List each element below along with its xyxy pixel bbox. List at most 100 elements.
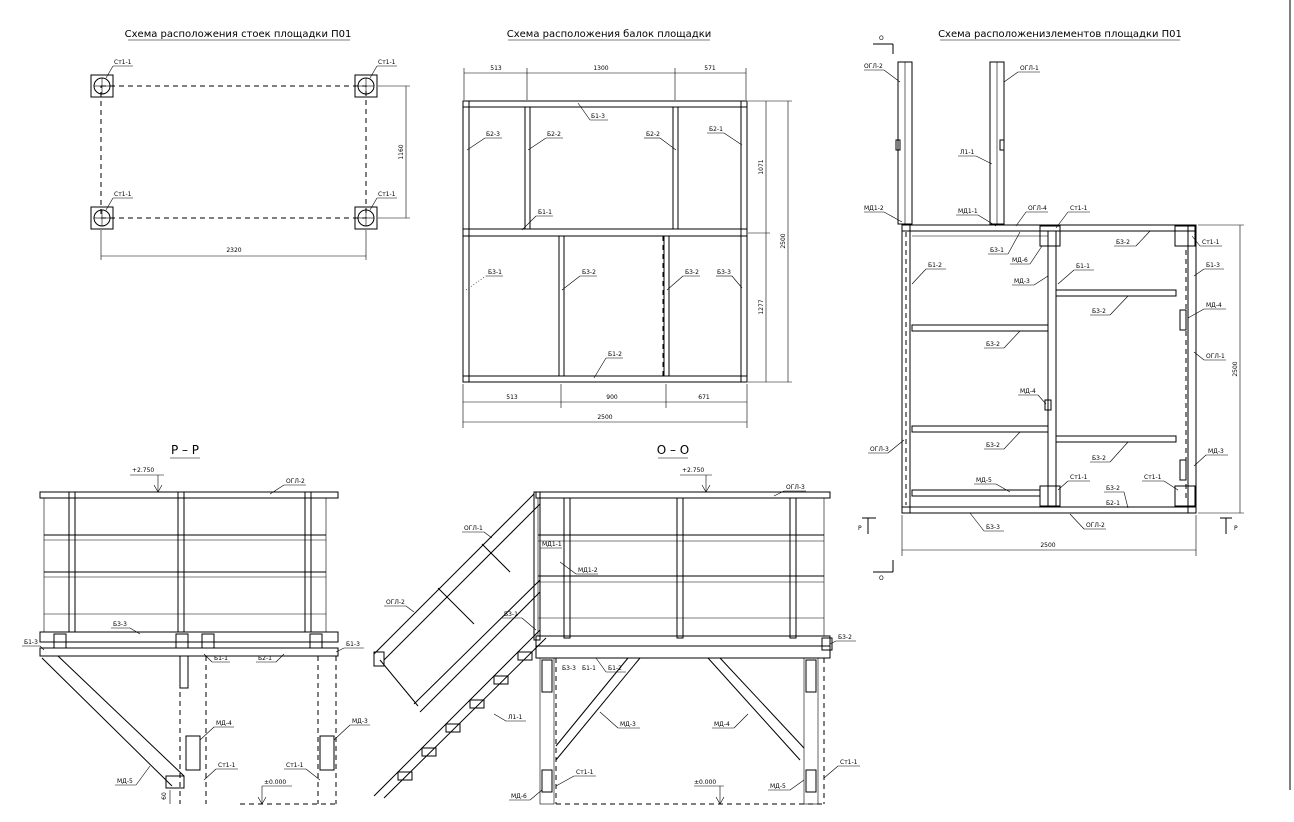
beam-label: Б3-2: [582, 269, 596, 276]
elements-plan-title: Схема расположенизлементов площадки П01: [938, 29, 1182, 40]
section-o-label: Б1-2: [608, 665, 622, 672]
section-mark-p-left: Р: [858, 525, 862, 532]
element-label: Б1-1: [1076, 263, 1090, 270]
post-column: [354, 206, 378, 230]
section-o-label: Б3-1: [504, 611, 518, 618]
element-label: ОГЛ-2: [864, 63, 883, 70]
posts-plan: Схема расположения стоек площадки П01 Ст…: [90, 29, 410, 260]
beams-overall-width: 2500: [597, 414, 612, 421]
section-p-elev-top: +2.750: [132, 467, 154, 474]
section-o-label: МД1-2: [578, 567, 598, 574]
post-column: [90, 74, 114, 98]
section-o-label: Л1-1: [508, 714, 522, 721]
element-label: Ст1-1: [1144, 474, 1162, 481]
section-mark-o-top: О: [879, 35, 884, 42]
post-column: [354, 74, 378, 98]
element-label: ОГЛ-2: [1086, 522, 1105, 529]
element-label: Б1-3: [1206, 262, 1220, 269]
element-label: МД1-1: [958, 208, 978, 215]
post-label: Ст1-1: [378, 191, 396, 198]
beams-top-dim: 571: [704, 65, 716, 72]
beam-label: Б3-1: [488, 269, 502, 276]
element-label: МД-4: [1206, 302, 1222, 309]
section-o: О – О +2.750: [373, 443, 860, 805]
beam-label: Б2-2: [547, 131, 561, 138]
beams-top-dim: 1300: [593, 65, 608, 72]
element-label: МД-4: [1020, 388, 1036, 395]
section-p: Р – Р +2.750: [22, 443, 370, 805]
section-p-label: Б3-3: [113, 621, 127, 628]
posts-plan-title: Схема расположения стоек площадки П01: [125, 29, 352, 40]
section-o-label: ОГЛ-3: [786, 484, 805, 491]
element-label: Ст1-1: [1070, 474, 1088, 481]
beams-overall-height: 2500: [780, 233, 787, 248]
section-o-label: Б3-2: [838, 634, 852, 641]
beam-label: Б2-2: [646, 131, 660, 138]
element-label: Ст1-1: [1202, 239, 1220, 246]
elements-plan: Схема расположенизлементов площадки П01 …: [858, 29, 1244, 582]
beams-plan-title: Схема расположения балок площадки: [507, 29, 712, 40]
post-label: Ст1-1: [378, 59, 396, 66]
element-label: Б3-2: [986, 341, 1000, 348]
beams-right-dim: 1277: [758, 299, 765, 314]
section-p-label: МД-3: [352, 718, 368, 725]
element-label: Л1-1: [960, 149, 974, 156]
section-p-label: ОГЛ-2: [286, 478, 305, 485]
section-o-elev-top: +2.750: [682, 467, 704, 474]
element-label: Б3-2: [1092, 455, 1106, 462]
post-label: Ст1-1: [114, 59, 132, 66]
element-label: Б1-2: [928, 262, 942, 269]
element-label: Б3-2: [1116, 239, 1130, 246]
section-o-label: МД-4: [714, 721, 730, 728]
section-mark-p-right: Р: [1234, 525, 1238, 532]
section-o-label: МД-3: [620, 721, 636, 728]
section-p-label: Б2-1: [258, 655, 272, 662]
element-label: МД-5: [976, 477, 992, 484]
beam-label: Б1-3: [591, 113, 605, 120]
section-o-elev-bottom: ±0.000: [694, 779, 716, 786]
section-p-dim-small: 60: [161, 792, 168, 800]
section-p-label: Ст1-1: [218, 762, 236, 769]
element-label: МД1-2: [864, 205, 884, 212]
element-label: Б2-1: [1106, 500, 1120, 507]
section-o-label: ОГЛ-2: [386, 599, 405, 606]
section-o-title: О – О: [657, 443, 690, 457]
section-p-label: МД-5: [117, 778, 133, 785]
beams-bottom-dim: 900: [606, 394, 618, 401]
element-label: ОГЛ-1: [1206, 353, 1225, 360]
beam-label: Б3-2: [685, 269, 699, 276]
posts-outline: [100, 85, 367, 219]
beam-label: Б1-2: [608, 351, 622, 358]
post-column: [90, 206, 114, 230]
element-label: Б3-1: [990, 247, 1004, 254]
section-o-label: Б3-3: [562, 665, 576, 672]
section-o-label: МД-5: [770, 783, 786, 790]
section-p-label: Б1-3: [24, 639, 38, 646]
elements-dim-width: 2500: [1040, 542, 1055, 549]
section-p-label: Б1-3: [346, 641, 360, 648]
element-label: ОГЛ-1: [1020, 65, 1039, 72]
section-o-label: ОГЛ-1: [464, 525, 483, 532]
beam-label: Б3-3: [717, 269, 731, 276]
section-p-label: Ст1-1: [286, 762, 304, 769]
section-o-label: Ст1-1: [840, 759, 858, 766]
beams-bottom-dim: 513: [506, 394, 518, 401]
beam-label: Б2-3: [486, 131, 500, 138]
element-label: ОГЛ-4: [1028, 205, 1047, 212]
section-o-label: МД1-1: [542, 541, 562, 548]
beams-right-dim: 1071: [758, 159, 765, 174]
posts-dim-width: 2320: [226, 247, 241, 254]
element-label: Б3-2: [1092, 308, 1106, 315]
posts-dim-height: 1160: [398, 144, 405, 159]
element-label: МД-6: [1012, 257, 1028, 264]
element-label: Б3-3: [986, 524, 1000, 531]
element-label: МД-3: [1208, 448, 1224, 455]
beams-plan: Схема расположения балок площадки 513 13…: [462, 29, 792, 428]
beam-label: Б2-1: [709, 126, 723, 133]
section-o-label: МД-6: [511, 793, 527, 800]
section-p-label: Б1-1: [214, 655, 228, 662]
element-label: МД-3: [1014, 278, 1030, 285]
post-label: Ст1-1: [114, 191, 132, 198]
section-p-title: Р – Р: [171, 443, 199, 457]
